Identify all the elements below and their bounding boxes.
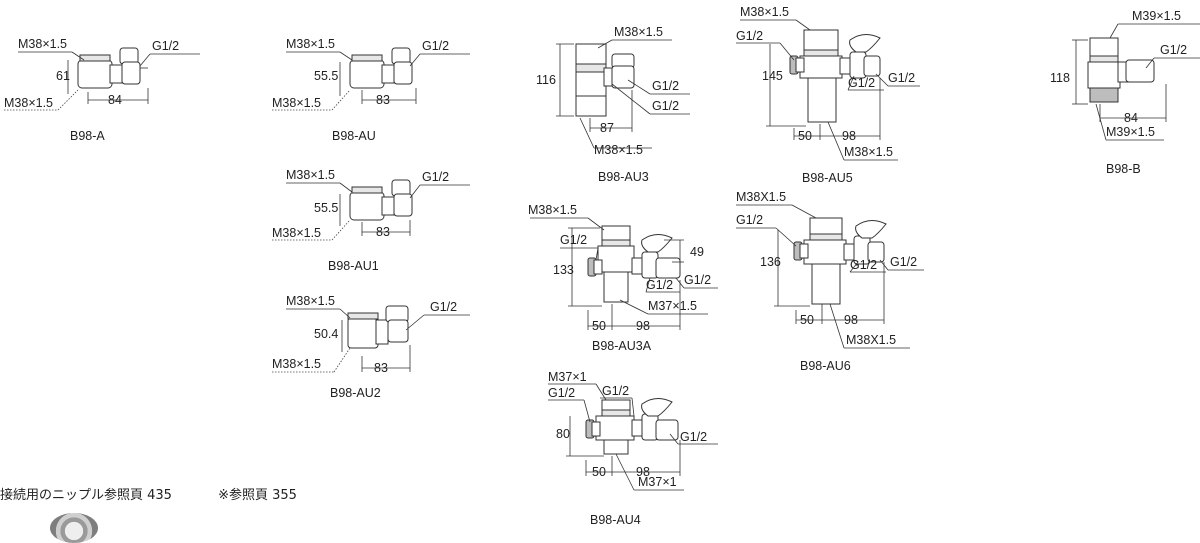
b98-au6-g12-left: G1/2: [736, 213, 763, 227]
b98-au3-thread-top: M38×1.5: [614, 25, 663, 39]
b98-au4-g12-left: G1/2: [548, 386, 575, 400]
b98-au3a-thread-top: M38×1.5: [528, 203, 577, 217]
b98-a-thread-top: M38×1.5: [18, 37, 67, 51]
b98-au-g12: G1/2: [422, 39, 449, 53]
b98-au6-g12-a: G1/2: [850, 258, 877, 272]
b98-au6-width-a: 50: [800, 313, 814, 327]
b98-au4-width-a: 50: [592, 465, 606, 479]
reference-page-note: ※参照頁 355: [218, 488, 297, 503]
b98-b-width: 84: [1124, 111, 1138, 125]
nipple-reference-note: 接続用のニップル参照頁 435: [0, 488, 172, 503]
footer-notes: 接続用のニップル参照頁 435 ※参照頁 355: [0, 484, 339, 503]
b98-au4-width-b: 98: [636, 465, 650, 479]
b98-au3a-g12-b: G1/2: [684, 273, 711, 287]
b98-au6-thread-top: M38X1.5: [736, 190, 786, 204]
b98-b-height: 118: [1050, 71, 1070, 85]
b98-au3a-valve-height: 49: [690, 245, 704, 259]
b98-b-caption: B98-B: [1106, 162, 1141, 176]
b98-au3-height: 116: [536, 73, 556, 87]
b98-au4-g12-top: G1/2: [602, 384, 629, 398]
b98-au6-height: 136: [760, 255, 781, 269]
b98-au6-thread-bottom: M38X1.5: [846, 333, 896, 347]
b98-a-caption: B98-A: [70, 129, 105, 143]
figure-b98-au5: M38×1.5 G1/2 145 G1/2 G1/2 50 98 M38×1.5…: [736, 5, 920, 185]
b98-au-caption: B98-AU: [332, 129, 376, 143]
b98-au5-g12-b: G1/2: [888, 71, 915, 85]
b98-au5-thread-top: M38×1.5: [740, 5, 789, 19]
figure-b98-au3a: M38×1.5 G1/2 49 133 G1/2 G1/2 M37×1.5 50…: [528, 203, 718, 353]
b98-au1-g12: G1/2: [422, 170, 449, 184]
b98-au4-height: 80: [556, 427, 570, 441]
b98-au2-caption: B98-AU2: [330, 386, 381, 400]
b98-au3-g12-b: G1/2: [652, 99, 679, 113]
figure-b98-au4: M37×1 G1/2 G1/2 80 G1/2 50 98 M37×1 B98-…: [548, 370, 718, 527]
b98-b-thread-bottom: M39×1.5: [1106, 125, 1155, 139]
b98-au2-width: 83: [374, 361, 388, 375]
b98-au-width: 83: [376, 93, 390, 107]
figure-b98-a: M38×1.5 G1/2 61 84 M38×1.5 B98-A: [4, 37, 200, 143]
b98-au6-g12-b: G1/2: [890, 255, 917, 269]
b98-au3a-thread-bottom: M37×1.5: [648, 299, 697, 313]
b98-au2-height: 50.4: [314, 327, 338, 341]
b98-au5-g12-a: G1/2: [848, 76, 875, 90]
b98-au4-thread-top: M37×1: [548, 370, 587, 384]
b98-au3-caption: B98-AU3: [598, 170, 649, 184]
b98-au5-width-a: 50: [798, 129, 812, 143]
b98-au-thread-top: M38×1.5: [286, 37, 335, 51]
figure-b98-b: M39×1.5 G1/2 118 84 M39×1.5 B98-B: [1050, 9, 1200, 176]
b98-au5-height: 145: [762, 69, 783, 83]
b98-au6-caption: B98-AU6: [800, 359, 851, 373]
b98-au6-width-b: 98: [844, 313, 858, 327]
figure-b98-au3: M38×1.5 116 G1/2 G1/2 87 M38×1.5 B98-AU3: [536, 25, 690, 184]
figure-b98-au: M38×1.5 G1/2 55.5 83 M38×1.5 B98-AU: [272, 37, 470, 143]
b98-au3-g12-a: G1/2: [652, 79, 679, 93]
figure-b98-au1: M38×1.5 G1/2 55.5 83 M38×1.5 B98-AU1: [272, 168, 470, 273]
b98-au3a-height: 133: [553, 263, 574, 277]
b98-au3a-g12-a: G1/2: [646, 278, 673, 292]
b98-au3-thread-bottom: M38×1.5: [594, 143, 643, 157]
b98-au4-caption: B98-AU4: [590, 513, 641, 527]
b98-au3a-g12-left: G1/2: [560, 233, 587, 247]
b98-au1-caption: B98-AU1: [328, 259, 379, 273]
b98-b-thread-top: M39×1.5: [1132, 9, 1181, 23]
b98-au4-g12-right: G1/2: [680, 430, 707, 444]
figure-b98-au6: M38X1.5 G1/2 136 G1/2 G1/2 50 98 M38X1.5…: [736, 190, 924, 373]
b98-b-g12: G1/2: [1160, 43, 1187, 57]
b98-au-height: 55.5: [314, 69, 338, 83]
b98-au1-thread-bottom: M38×1.5: [272, 226, 321, 240]
b98-au4-thread-bottom: M37×1: [638, 475, 677, 489]
b98-au3a-caption: B98-AU3A: [592, 339, 652, 353]
b98-au2-thread-bottom: M38×1.5: [272, 357, 321, 371]
b98-au1-height: 55.5: [314, 201, 338, 215]
b98-au2-g12: G1/2: [430, 300, 457, 314]
b98-au1-width: 83: [376, 225, 390, 239]
b98-au3-width: 87: [600, 121, 614, 135]
nipple-photo: [50, 513, 98, 543]
b98-au3a-width-b: 98: [636, 319, 650, 333]
b98-a-height: 61: [56, 69, 70, 83]
product-diagram-sheet: .o{fill:#fff;stroke:#333;stroke-width:1;…: [4, 5, 1200, 527]
figure-b98-au2: M38×1.5 G1/2 50.4 83 M38×1.5 B98-AU2: [272, 294, 470, 400]
b98-au5-thread-bottom: M38×1.5: [844, 145, 893, 159]
b98-au2-thread-top: M38×1.5: [286, 294, 335, 308]
b98-au3a-width-a: 50: [592, 319, 606, 333]
b98-a-width: 84: [108, 93, 122, 107]
b98-au5-caption: B98-AU5: [802, 171, 853, 185]
b98-au5-width-b: 98: [842, 129, 856, 143]
b98-a-g12: G1/2: [152, 39, 179, 53]
b98-au5-g12-left: G1/2: [736, 29, 763, 43]
b98-au-thread-bottom: M38×1.5: [272, 96, 321, 110]
b98-au1-thread-top: M38×1.5: [286, 168, 335, 182]
b98-a-thread-bottom: M38×1.5: [4, 96, 53, 110]
